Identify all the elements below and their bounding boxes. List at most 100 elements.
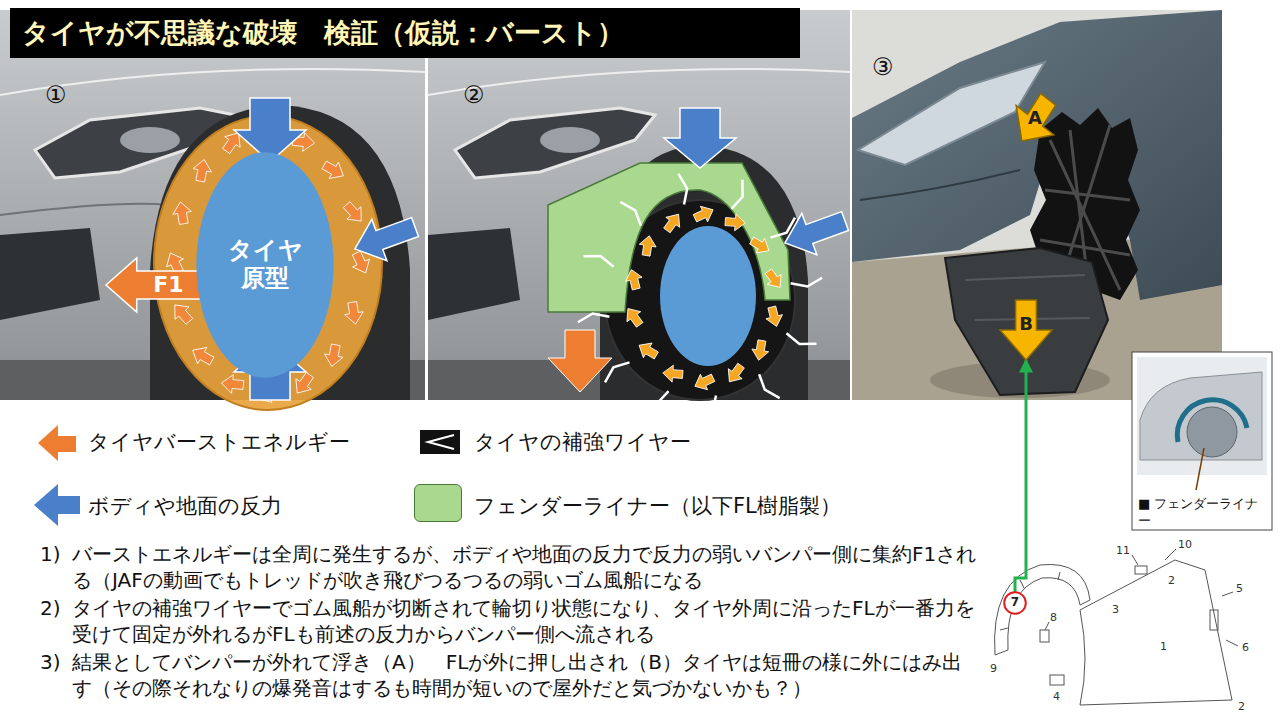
energy-arrow (750, 339, 770, 361)
note-number: 1) (40, 541, 61, 567)
clip-part (1040, 630, 1049, 642)
part-number: 3 (1112, 603, 1119, 617)
part-number: 4 (1053, 690, 1060, 704)
callout-arrow: A (1008, 90, 1062, 150)
clip-part (1135, 566, 1147, 574)
wall (852, 10, 1222, 400)
reaction-arrow (664, 108, 736, 168)
part-leader (1045, 549, 1238, 646)
fender-liner-sketch (1177, 400, 1247, 442)
note-text: バーストエネルギーは全周に発生するが、ボディや地面の反力で反力の弱いバンパー側に… (72, 541, 980, 593)
part-number: 1 (1160, 640, 1167, 654)
fender-part (1080, 560, 1232, 705)
wire-mark (786, 333, 816, 344)
legend-text: タイヤの補強ワイヤー (474, 428, 691, 456)
clip-part (1210, 610, 1218, 630)
burst-ring (154, 116, 382, 410)
note-number: 2) (40, 595, 61, 621)
energy-arrow (662, 364, 683, 382)
clip-part (1050, 675, 1064, 685)
reaction-arrow (347, 206, 422, 269)
energy-arrows (621, 202, 787, 394)
leader-line (1196, 448, 1204, 490)
photo-panel (428, 10, 853, 426)
callout-number-outline (1004, 592, 1026, 614)
energy-arrow (343, 301, 365, 326)
force-arrow-outline (106, 258, 202, 312)
photo-panel (852, 10, 1222, 400)
part-number: 8 (1050, 611, 1057, 625)
callout-arrow: B (1000, 300, 1052, 360)
reaction-arrow (777, 200, 852, 263)
energy-arrow (660, 209, 685, 235)
parts-diagram (995, 549, 1238, 705)
legend-arrow (34, 484, 80, 526)
title-banner (10, 8, 800, 58)
panel-number: ③ (872, 52, 894, 83)
energy-arrow (747, 233, 773, 258)
energy-arrow (188, 342, 216, 369)
fender-liner-part (995, 564, 1090, 655)
legend-arrow (38, 425, 76, 461)
liner-ribs (1000, 572, 1060, 630)
energy-arrow (290, 370, 318, 399)
inset-frame (1132, 352, 1272, 530)
callout-arrow-body: A (1008, 90, 1062, 150)
callout-arrow-outline (1003, 85, 1067, 156)
part-number: 2 (1238, 700, 1245, 714)
photo-panel (0, 10, 425, 410)
energy-arrow (725, 213, 746, 231)
headlight (455, 108, 655, 178)
headlight-lamp (120, 127, 180, 153)
bumper-crease (0, 204, 170, 215)
wire-mark (605, 362, 630, 382)
legend-wire-mark (428, 435, 454, 449)
energy-arrow (764, 305, 785, 329)
tire-ellipse-body: タイヤ 原型 (195, 150, 335, 380)
energy-arrow (323, 343, 345, 368)
wire-mark (620, 202, 641, 226)
inset-figure (1132, 352, 1272, 530)
leader-arrow (1015, 360, 1026, 592)
energy-arrows (162, 119, 374, 407)
wire-mark (657, 391, 668, 420)
force-arrow: F1 (106, 258, 202, 312)
wire-mark (713, 396, 722, 427)
legend-text: フェンダーライナー（以下FL樹脂製） (474, 492, 841, 520)
tire-ellipse: タイヤ 原型 (195, 150, 335, 380)
tire-ellipse-outline (196, 152, 333, 377)
legend-swatch (414, 484, 462, 522)
energy-arrow (691, 202, 716, 226)
part-number: 2 (1168, 574, 1175, 588)
callout-number: 7 (1004, 592, 1026, 614)
title: タイヤが不思議な破壊 検証（仮説：バースト） (22, 15, 624, 51)
legend-text: タイヤバーストエネルギー (88, 428, 350, 456)
node-text: A (1028, 108, 1042, 129)
car-sketch (1140, 372, 1262, 460)
energy-arrow (171, 201, 193, 226)
energy-arrow (168, 299, 197, 328)
grille (428, 228, 520, 320)
note-text: 結果としてバンパーが外れて浮き（A） FLが外に押し出され（B）タイヤは短冊の様… (72, 649, 980, 701)
force-arrow (548, 330, 612, 392)
photo-ground (428, 10, 850, 400)
part-number: 5 (1236, 582, 1243, 596)
wire-mark (678, 174, 687, 205)
legend-text: ボディや地面の反力 (88, 492, 282, 520)
bumper-crease (860, 170, 1020, 200)
energy-arrow (221, 374, 245, 395)
node-text: F1 (153, 272, 183, 297)
part-number: 6 (1242, 641, 1249, 655)
wire-mark (731, 180, 742, 209)
energy-arrow (638, 234, 658, 256)
note-text: タイヤの補強ワイヤーでゴム風船が切断されて輪切り状態になり、タイヤ外周に沿ったF… (72, 595, 980, 647)
panel-number: ② (463, 80, 485, 111)
wheel-sketch (1187, 407, 1237, 457)
legend-wire (420, 430, 460, 454)
energy-arrow (723, 361, 748, 387)
energy-arrow (691, 370, 716, 394)
energy-arrow (623, 268, 644, 292)
headlight-lamp (540, 127, 600, 153)
node-text: B (1019, 314, 1033, 335)
energy-arrow (191, 158, 213, 183)
